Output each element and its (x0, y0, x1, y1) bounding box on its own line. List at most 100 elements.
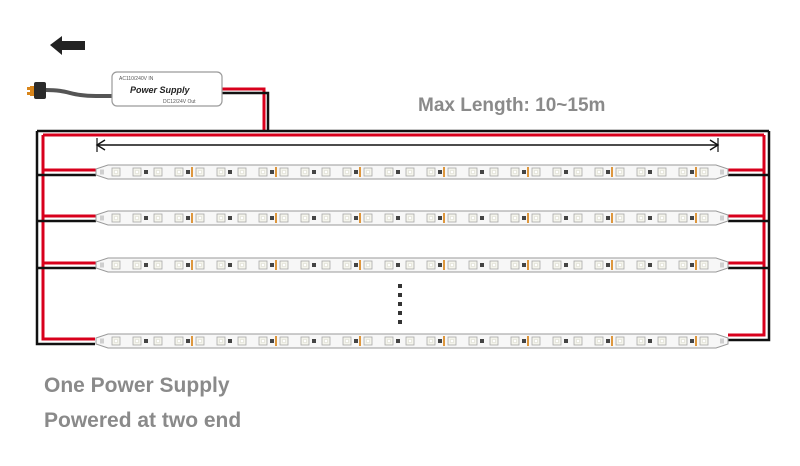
resistor (228, 170, 232, 174)
led-strip-1 (95, 164, 729, 180)
led-strip-3 (95, 257, 729, 273)
cut-mark (359, 336, 361, 346)
cut-mark (527, 260, 529, 270)
led-chip-core (429, 216, 433, 220)
resistor (396, 170, 400, 174)
led-chip-core (702, 339, 706, 343)
led-chip-core (534, 216, 538, 220)
led-chip-core (240, 170, 244, 174)
led-chip-core (660, 339, 664, 343)
psu-input-label: AC110/240V IN (119, 76, 154, 82)
resistor (564, 339, 568, 343)
led-chip-core (681, 339, 685, 343)
resistor (606, 263, 610, 267)
strip-connector-right (720, 262, 724, 268)
psu-output-label: DC12/24V Out (163, 99, 196, 105)
led-chip-core (324, 263, 328, 267)
resistor (564, 263, 568, 267)
cut-mark (611, 260, 613, 270)
led-chip-core (471, 339, 475, 343)
led-chip-core (303, 216, 307, 220)
led-chip-core (513, 170, 517, 174)
led-chip-core (387, 216, 391, 220)
led-chip-core (324, 216, 328, 220)
cut-mark (359, 260, 361, 270)
led-chip-core (576, 216, 580, 220)
resistor (270, 216, 274, 220)
led-chip-core (492, 263, 496, 267)
led-chip-core (135, 170, 139, 174)
led-chip-core (282, 263, 286, 267)
continuation-dots (398, 284, 402, 324)
led-chip-core (366, 339, 370, 343)
led-chip-core (513, 339, 517, 343)
resistor (480, 339, 484, 343)
strip-connector-right (720, 215, 724, 221)
led-chip-core (492, 216, 496, 220)
led-chip-core (177, 170, 181, 174)
led-chip-core (240, 339, 244, 343)
cut-mark (275, 213, 277, 223)
cut-mark (695, 213, 697, 223)
cut-mark (695, 336, 697, 346)
resistor (396, 216, 400, 220)
cut-mark (191, 213, 193, 223)
psu-title: Power Supply (130, 85, 191, 95)
strip-connector-left (100, 169, 104, 175)
led-chip-core (156, 170, 160, 174)
led-chip-core (219, 170, 223, 174)
resistor (144, 263, 148, 267)
led-chip-core (576, 339, 580, 343)
resistor (480, 170, 484, 174)
led-chip-core (324, 339, 328, 343)
resistor (354, 263, 358, 267)
led-chip-core (702, 170, 706, 174)
plug-icon (27, 82, 46, 99)
led-chip-core (534, 170, 538, 174)
led-chip-core (597, 263, 601, 267)
led-chip-core (261, 263, 265, 267)
resistor (438, 263, 442, 267)
led-chip-core (408, 263, 412, 267)
led-chip-core (135, 263, 139, 267)
resistor (228, 216, 232, 220)
strip-connector-right (720, 169, 724, 175)
cut-mark (611, 213, 613, 223)
led-chip-core (366, 263, 370, 267)
led-chip-core (387, 263, 391, 267)
psu-output-wires (222, 87, 270, 131)
resistor (564, 216, 568, 220)
resistor (396, 263, 400, 267)
led-chip-core (534, 339, 538, 343)
led-chip-core (261, 339, 265, 343)
power-cable (45, 88, 112, 98)
led-chip-core (639, 216, 643, 220)
resistor (186, 216, 190, 220)
led-chip-core (450, 216, 454, 220)
led-strip-4 (95, 333, 729, 349)
cut-mark (191, 336, 193, 346)
resistor (606, 339, 610, 343)
resistor (690, 263, 694, 267)
resistor (648, 339, 652, 343)
cut-mark (443, 336, 445, 346)
cut-mark (275, 260, 277, 270)
led-chip-core (492, 170, 496, 174)
resistor (480, 263, 484, 267)
max-length-dimension (95, 138, 720, 152)
resistor (648, 216, 652, 220)
led-chip-core (177, 216, 181, 220)
resistor (186, 263, 190, 267)
cut-mark (443, 167, 445, 177)
resistor (186, 170, 190, 174)
led-chip-core (366, 216, 370, 220)
led-chip-core (450, 263, 454, 267)
led-chip-core (702, 216, 706, 220)
resistor (186, 339, 190, 343)
resistor (270, 339, 274, 343)
cut-mark (611, 336, 613, 346)
resistor (648, 170, 652, 174)
led-chip-core (555, 216, 559, 220)
led-chip-core (618, 263, 622, 267)
